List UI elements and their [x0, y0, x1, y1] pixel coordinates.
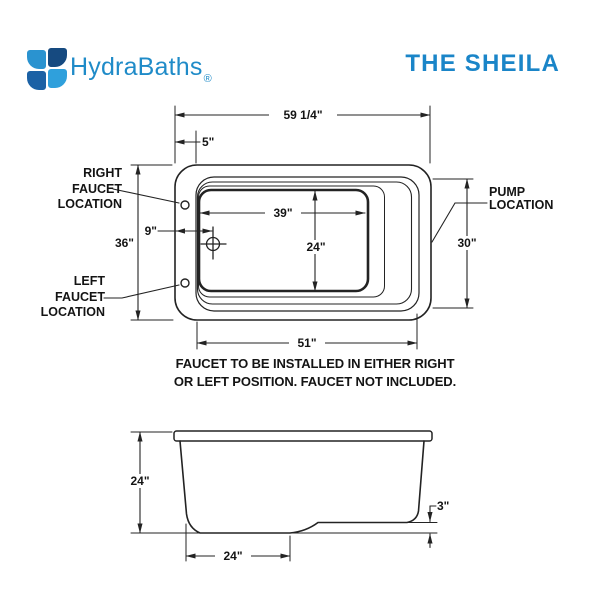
tub-contour-2 — [196, 181, 413, 305]
logo-petal-top-left — [27, 50, 46, 69]
logo-petal-bottom-left — [27, 71, 46, 90]
drain-symbol — [200, 226, 227, 260]
pump-leader — [431, 202, 488, 243]
model-title: THE SHEILA — [405, 50, 560, 77]
right-faucet-hole — [180, 200, 190, 210]
left-faucet-hole — [180, 278, 190, 288]
faucet-note: FAUCET TO BE INSTALLED IN EITHER RIGHT O… — [173, 356, 457, 389]
pump-location-label: PUMP LOCATION — [489, 185, 554, 212]
right-faucet-label: RIGHT FAUCET LOCATION — [57, 166, 122, 211]
left-faucet-label: LEFT FAUCET LOCATION — [40, 274, 105, 319]
brand-name: HydraBaths® — [70, 53, 212, 85]
dim-overall-width: 59 1/4" — [269, 108, 337, 122]
dim-overall-depth: 36" — [114, 236, 134, 250]
tub-basin — [197, 188, 370, 293]
dim-flat-bottom: 24" — [215, 549, 251, 563]
left-faucet-leader — [103, 284, 180, 299]
dim-drain-offset: 9" — [144, 224, 157, 238]
dim-base-width: 51" — [289, 336, 325, 350]
tub-outer-rim — [174, 164, 432, 321]
dim-step-height: 3" — [437, 499, 450, 513]
right-faucet-leader — [112, 188, 180, 204]
hydrabaths-logo-icon — [27, 48, 69, 92]
dim-pump-side: 30" — [449, 236, 485, 250]
side-rim-lip — [173, 430, 433, 442]
side-body-profile — [179, 440, 425, 534]
tub-contour-1 — [195, 176, 420, 312]
dim-basin-width: 39" — [265, 206, 301, 220]
dim-side-height: 24" — [120, 474, 160, 488]
dim-basin-depth: 24" — [298, 240, 334, 254]
logo-petal-bottom-right — [48, 69, 67, 88]
registered-trademark: ® — [203, 73, 212, 85]
logo-petal-top-right — [48, 48, 67, 67]
tub-contour-3 — [198, 185, 385, 298]
dim-faucet-deck: 5" — [202, 135, 215, 149]
